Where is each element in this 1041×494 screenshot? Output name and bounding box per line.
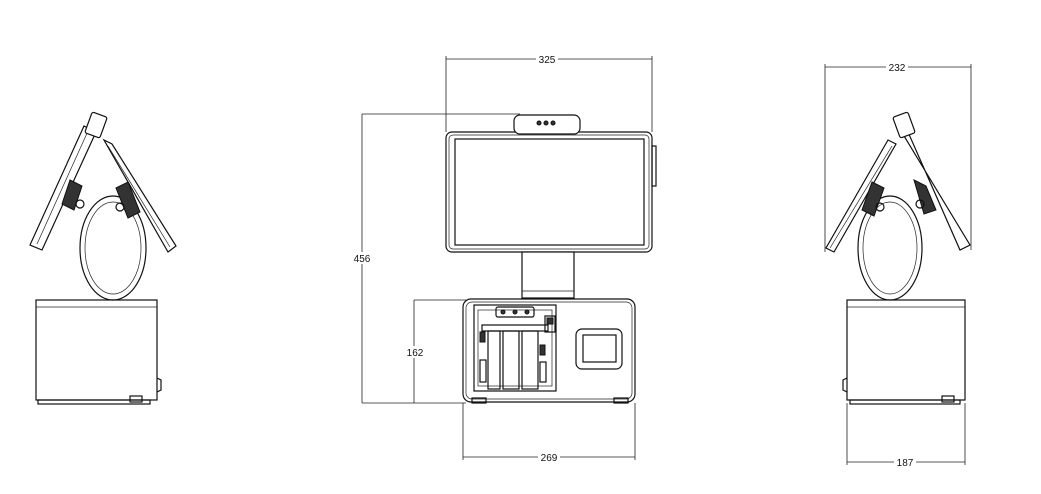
dim-label-162: 162	[407, 348, 424, 359]
dimension-456: 456	[352, 113, 520, 404]
left-camera-module	[84, 111, 108, 139]
left-base-cabinet	[35, 299, 158, 401]
dimension-162: 162	[404, 299, 466, 403]
right-camera-module	[892, 111, 916, 139]
front-display-bezel	[445, 131, 653, 253]
front-view: 325 456 162 269	[352, 53, 657, 464]
front-display-screen	[454, 138, 645, 246]
left-side-view	[29, 111, 177, 405]
dimension-232: 232	[824, 61, 972, 252]
front-printer-bay	[473, 304, 557, 392]
dim-label-456: 456	[354, 254, 371, 265]
dim-label-325: 325	[539, 55, 556, 66]
right-side-view: 232 187	[824, 61, 972, 469]
right-oval-stand	[857, 195, 923, 301]
left-rear-display	[29, 111, 108, 251]
dimension-325: 325	[445, 53, 653, 132]
left-oval-stand	[79, 195, 147, 301]
right-base-foot	[849, 399, 961, 405]
right-rear-display	[892, 111, 971, 251]
left-base-foot	[37, 399, 151, 405]
dimension-269: 269	[462, 403, 636, 464]
right-base-cabinet	[846, 299, 966, 401]
left-front-display	[102, 138, 177, 253]
front-column	[521, 251, 575, 299]
dim-label-269: 269	[541, 453, 558, 464]
right-front-display	[825, 139, 897, 253]
front-customer-display	[575, 328, 623, 370]
dim-label-187: 187	[897, 458, 914, 469]
dimension-187: 187	[846, 403, 966, 469]
dim-label-232: 232	[889, 63, 906, 74]
